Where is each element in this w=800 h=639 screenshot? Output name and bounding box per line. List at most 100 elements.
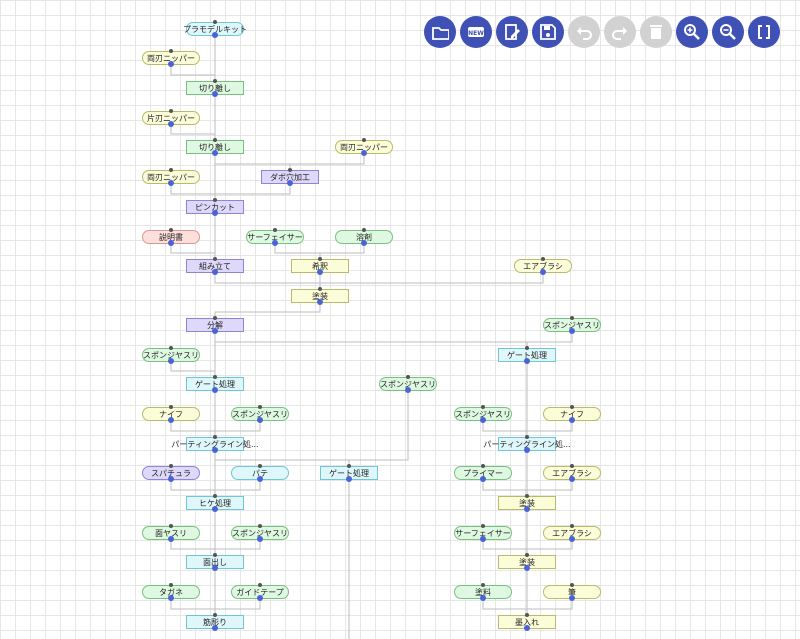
input-port[interactable] [169,168,173,172]
flow-node-n42[interactable]: タガネ [142,583,200,601]
input-port[interactable] [213,20,217,24]
edge-n13-n16[interactable] [214,273,321,289]
edge-n33-n35[interactable] [526,480,573,496]
output-port[interactable] [480,476,486,482]
flow-node-n36[interactable]: 面ヤスリ [142,524,200,542]
input-port[interactable] [525,494,529,498]
flow-node-n28[interactable]: パーティングライン処... [483,435,571,453]
flow-node-n34[interactable]: ヒケ処理 [186,494,244,512]
input-port[interactable] [481,524,485,528]
flow-node-n16[interactable]: 塗装 [291,287,349,305]
input-port[interactable] [318,287,322,291]
output-port[interactable] [480,595,486,601]
output-port[interactable] [168,240,174,246]
flow-node-n33[interactable]: エアブラシ [543,464,601,482]
edge-n15-n16[interactable] [319,273,544,289]
output-port[interactable] [168,121,174,127]
edge-n5-n8[interactable] [214,154,291,170]
input-port[interactable] [213,198,217,202]
flow-node-n17[interactable]: 分解 [186,316,244,334]
input-port[interactable] [481,464,485,468]
edge-n45-n47[interactable] [526,599,573,615]
flow-node-n20[interactable]: ゲート処理 [186,375,244,393]
undo-button[interactable] [568,16,600,48]
edge-n30-n34[interactable] [214,480,261,496]
edge-n22-n31[interactable] [348,391,409,466]
flow-node-n14[interactable]: 希釈 [291,257,349,275]
flow-node-n12[interactable]: 溶剤 [335,228,393,246]
edge-n8-n9[interactable] [214,184,291,200]
output-port[interactable] [569,536,575,542]
edge-n37-n40[interactable] [214,540,261,555]
edit-button[interactable] [496,16,528,48]
zoom-out-button[interactable] [712,16,744,48]
fit-view-button[interactable] [748,16,780,48]
flow-node-n8[interactable]: ダボ穴加工 [261,168,319,186]
flow-node-n30[interactable]: パテ [231,464,289,482]
output-port[interactable] [569,328,575,334]
output-port[interactable] [168,417,174,423]
edge-n25-n28[interactable] [482,421,528,437]
flow-node-n7[interactable]: 両刃ニッパー [142,168,200,186]
output-port[interactable] [212,210,218,216]
delete-button[interactable] [640,16,672,48]
output-port[interactable] [361,240,367,246]
input-port[interactable] [347,464,351,468]
output-port[interactable] [524,625,530,631]
flow-node-n13[interactable]: 組み立て [186,257,244,275]
output-port[interactable] [212,150,218,156]
edge-n10-n13[interactable] [170,244,216,259]
redo-button[interactable] [604,16,636,48]
output-port[interactable] [524,565,530,571]
input-port[interactable] [213,613,217,617]
output-port[interactable] [257,595,263,601]
input-port[interactable] [570,464,574,468]
edge-n24-n27[interactable] [214,421,261,437]
input-port[interactable] [525,435,529,439]
output-port[interactable] [480,417,486,423]
edge-n7-n9[interactable] [170,184,216,200]
output-port[interactable] [212,625,218,631]
input-port[interactable] [258,524,262,528]
input-port[interactable] [570,524,574,528]
flow-node-n1[interactable]: プラモデルキット [183,20,247,38]
output-port[interactable] [569,476,575,482]
input-port[interactable] [481,583,485,587]
input-port[interactable] [273,228,277,232]
edge-n26-n28[interactable] [526,421,573,437]
input-port[interactable] [258,464,262,468]
flow-node-n27[interactable]: パーティングライン処... [171,435,259,453]
input-port[interactable] [213,553,217,557]
output-port[interactable] [168,180,174,186]
input-port[interactable] [169,346,173,350]
flow-node-n32[interactable]: プライマー [454,464,512,482]
edge-n19-n21[interactable] [526,332,573,348]
output-port[interactable] [257,536,263,542]
input-port[interactable] [406,375,410,379]
edge-n4-n5[interactable] [170,125,216,140]
flow-node-n19[interactable]: スポンジヤスリ [543,316,601,334]
edge-n43-n46[interactable] [214,599,261,615]
output-port[interactable] [346,476,352,482]
input-port[interactable] [169,109,173,113]
edge-n18-n20[interactable] [170,362,216,377]
output-port[interactable] [317,299,323,305]
input-port[interactable] [213,494,217,498]
new-button[interactable]: NEW [460,16,492,48]
output-port[interactable] [212,269,218,275]
flow-node-n37[interactable]: スポンジヤスリ [231,524,289,542]
input-port[interactable] [258,583,262,587]
flow-node-n3[interactable]: 切り離し [186,79,244,97]
flow-node-n24[interactable]: スポンジヤスリ [231,405,289,423]
input-port[interactable] [288,168,292,172]
flow-node-n10[interactable]: 説明書 [142,228,200,246]
input-port[interactable] [169,583,173,587]
input-port[interactable] [570,316,574,320]
input-port[interactable] [318,257,322,261]
flow-node-n21[interactable]: ゲート処理 [498,346,556,364]
edge-n23-n27[interactable] [170,421,216,437]
input-port[interactable] [525,553,529,557]
edge-n42-n46[interactable] [170,599,216,615]
edge-n6-n8[interactable] [289,154,365,170]
